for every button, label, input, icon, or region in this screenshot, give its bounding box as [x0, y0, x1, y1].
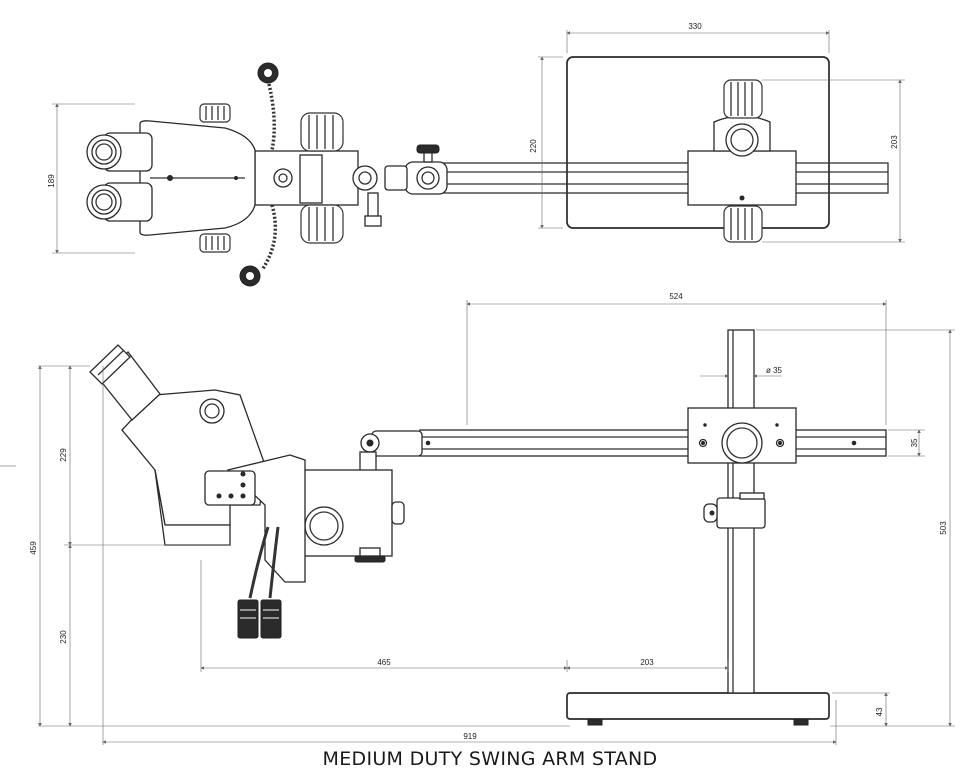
dim-working-height: 230 [59, 630, 68, 644]
dim-post-diameter: ø 35 [766, 366, 783, 375]
top-microscope-head [139, 103, 256, 253]
dim-post-offset: 203 [640, 658, 654, 667]
dim-reach: 465 [377, 658, 391, 667]
top-view [52, 30, 905, 287]
dim-base-width: 330 [688, 22, 702, 31]
side-light-cables [237, 526, 282, 639]
dim-total-left-height: 459 [29, 541, 38, 555]
top-focus-mount [254, 150, 382, 227]
dim-base-depth-alt: 203 [890, 135, 899, 149]
top-dimensions [52, 30, 905, 254]
top-arm-bar [439, 162, 889, 194]
top-base-plate [566, 56, 830, 229]
side-collar [703, 492, 766, 529]
side-view: 330 220 203 189 524 ø 35 35 503 229 459 … [0, 22, 955, 745]
dim-head-height-upper: 229 [59, 448, 68, 462]
side-post-clamp [687, 407, 797, 464]
eyepiece-icon [86, 132, 153, 222]
dim-head-height: 189 [47, 174, 56, 188]
dim-overall-height: 503 [939, 521, 948, 535]
side-focus-mount [299, 469, 405, 563]
dim-base-depth: 220 [529, 139, 538, 153]
dim-overall-length: 919 [463, 732, 477, 741]
top-swivel-joint [384, 144, 448, 195]
top-post-clamp [687, 115, 797, 206]
focus-knob-icon [300, 112, 344, 244]
top-light-cable [239, 62, 279, 287]
side-base [566, 692, 830, 726]
clamp-knob-icon [723, 79, 763, 243]
side-microscope-head [121, 389, 306, 583]
side-dimensions [0, 300, 955, 745]
dim-arm-length: 524 [669, 292, 683, 301]
side-eyepiece-icon [89, 344, 161, 421]
dim-base-height: 43 [875, 707, 884, 716]
dim-arm-height: 35 [910, 438, 919, 447]
drawing-title: MEDIUM DUTY SWING ARM STAND [322, 748, 658, 770]
side-arm [419, 429, 887, 457]
